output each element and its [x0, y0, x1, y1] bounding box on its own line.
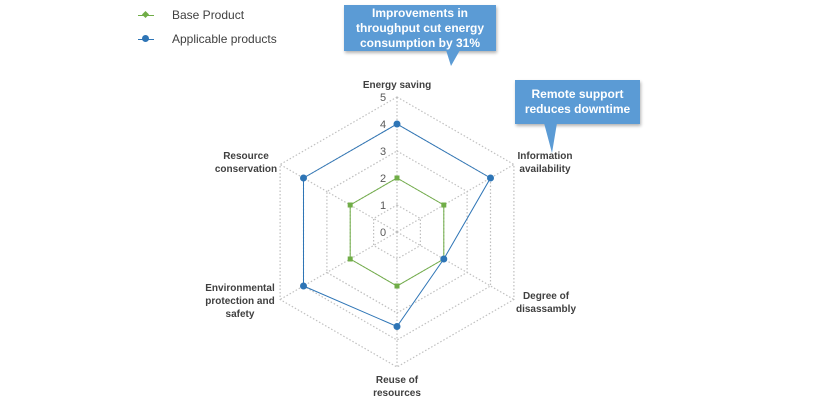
- data-point-applicable-products-environmental-protection-and-safety: [300, 282, 307, 290]
- legend-label-applicable-products: Applicable products: [172, 32, 277, 46]
- tick-label-4: 4: [380, 119, 386, 131]
- tick-label-2: 2: [380, 173, 386, 185]
- spoke-information-availability: [396, 163, 515, 233]
- spoke-resource-conservation: [279, 163, 398, 233]
- data-point-applicable-products-degree-of-disassambly: [440, 255, 448, 263]
- data-point-base-product-reuse-of-resources: [394, 283, 400, 289]
- data-point-base-product-information-availability: [441, 202, 447, 208]
- annotation-energy-pointer: [446, 50, 460, 66]
- legend-marker-applicable-products: [142, 35, 149, 42]
- legend-label-base-product: Base Product: [172, 8, 245, 22]
- data-point-applicable-products-reuse-of-resources: [393, 323, 401, 330]
- data-point-applicable-products-resource-conservation: [300, 174, 307, 182]
- spoke-environmental-protection-and-safety: [279, 231, 398, 301]
- annotation-remote-support-pointer: [544, 123, 557, 153]
- spoke-degree-of-disassambly: [396, 231, 515, 301]
- tick-label-0: 0: [380, 227, 386, 239]
- tick-label-5: 5: [380, 92, 386, 104]
- data-point-base-product-environmental-protection-and-safety: [347, 256, 353, 262]
- data-point-base-product-resource-conservation: [347, 202, 353, 208]
- grid-ring-1: [373, 204, 421, 260]
- axis-label-energy-saving: Energy saving: [363, 80, 431, 91]
- data-point-applicable-products-information-availability: [487, 174, 494, 182]
- data-point-applicable-products-energy-saving: [393, 120, 401, 128]
- tick-label-3: 3: [380, 146, 386, 158]
- data-point-base-product-energy-saving: [394, 175, 400, 181]
- tick-label-1: 1: [380, 200, 386, 212]
